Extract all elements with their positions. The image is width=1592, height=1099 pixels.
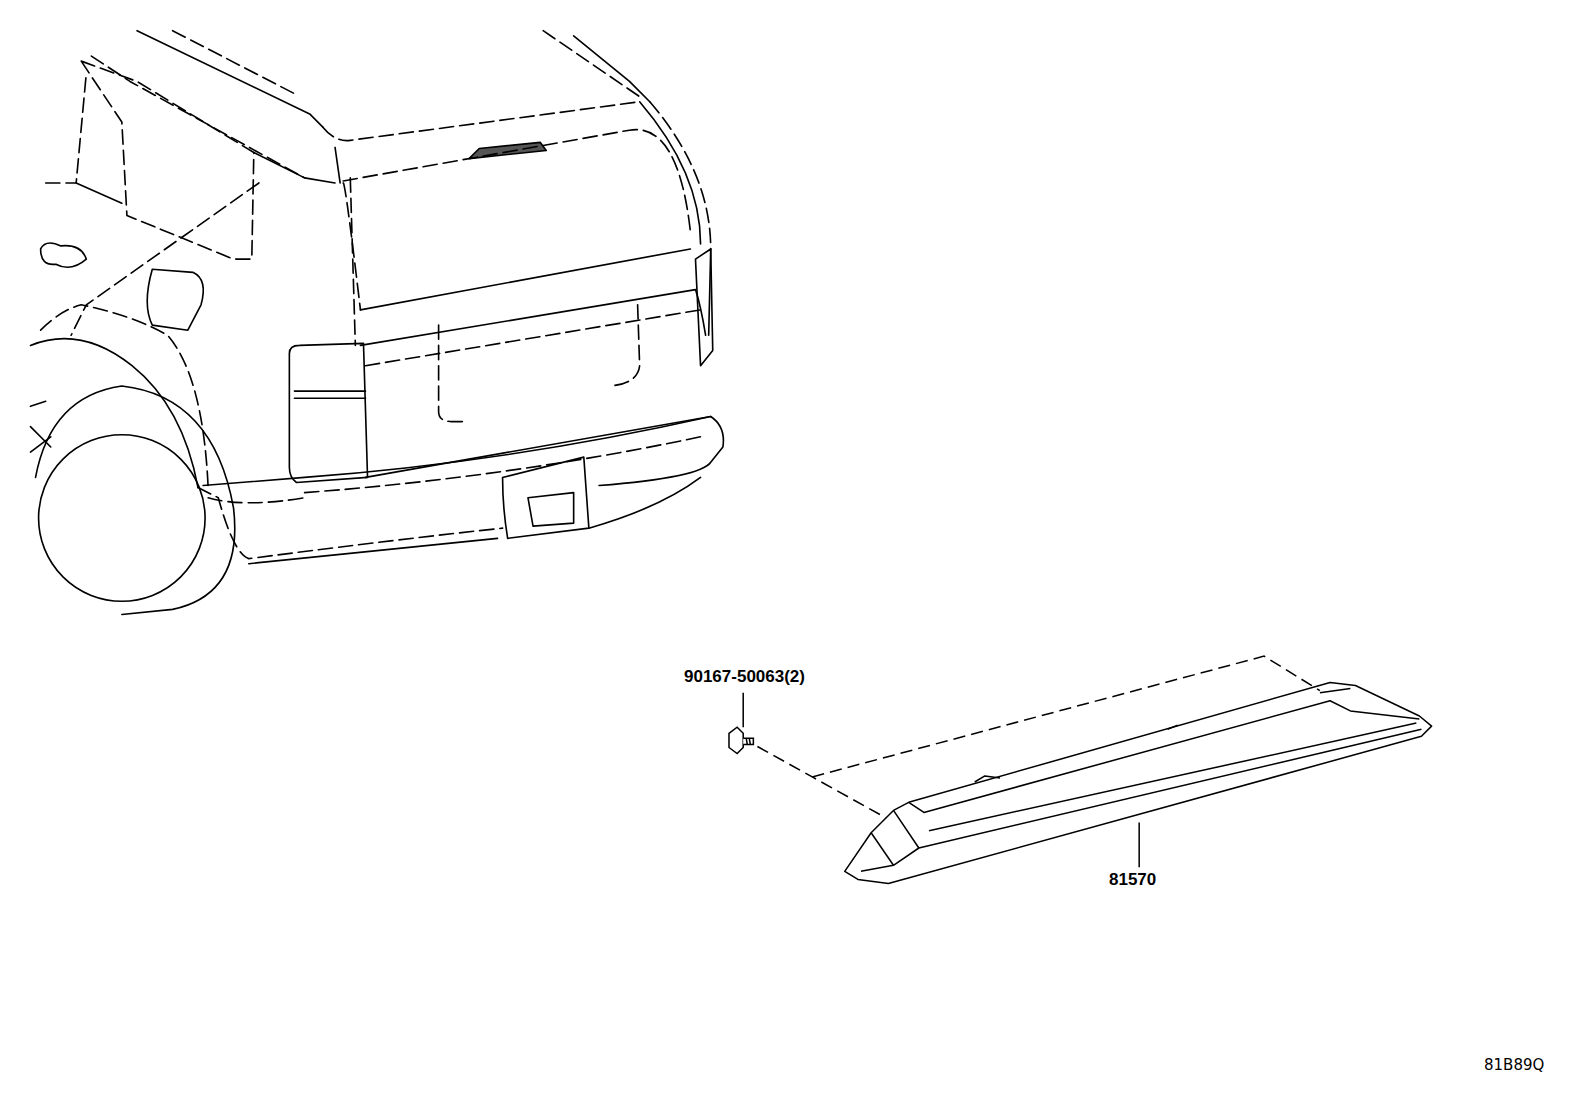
part-number: 90167-50063(2) xyxy=(682,667,807,686)
callout-number: 81570 xyxy=(1107,870,1158,889)
illustration-code: 81B89Q xyxy=(1482,1057,1546,1074)
